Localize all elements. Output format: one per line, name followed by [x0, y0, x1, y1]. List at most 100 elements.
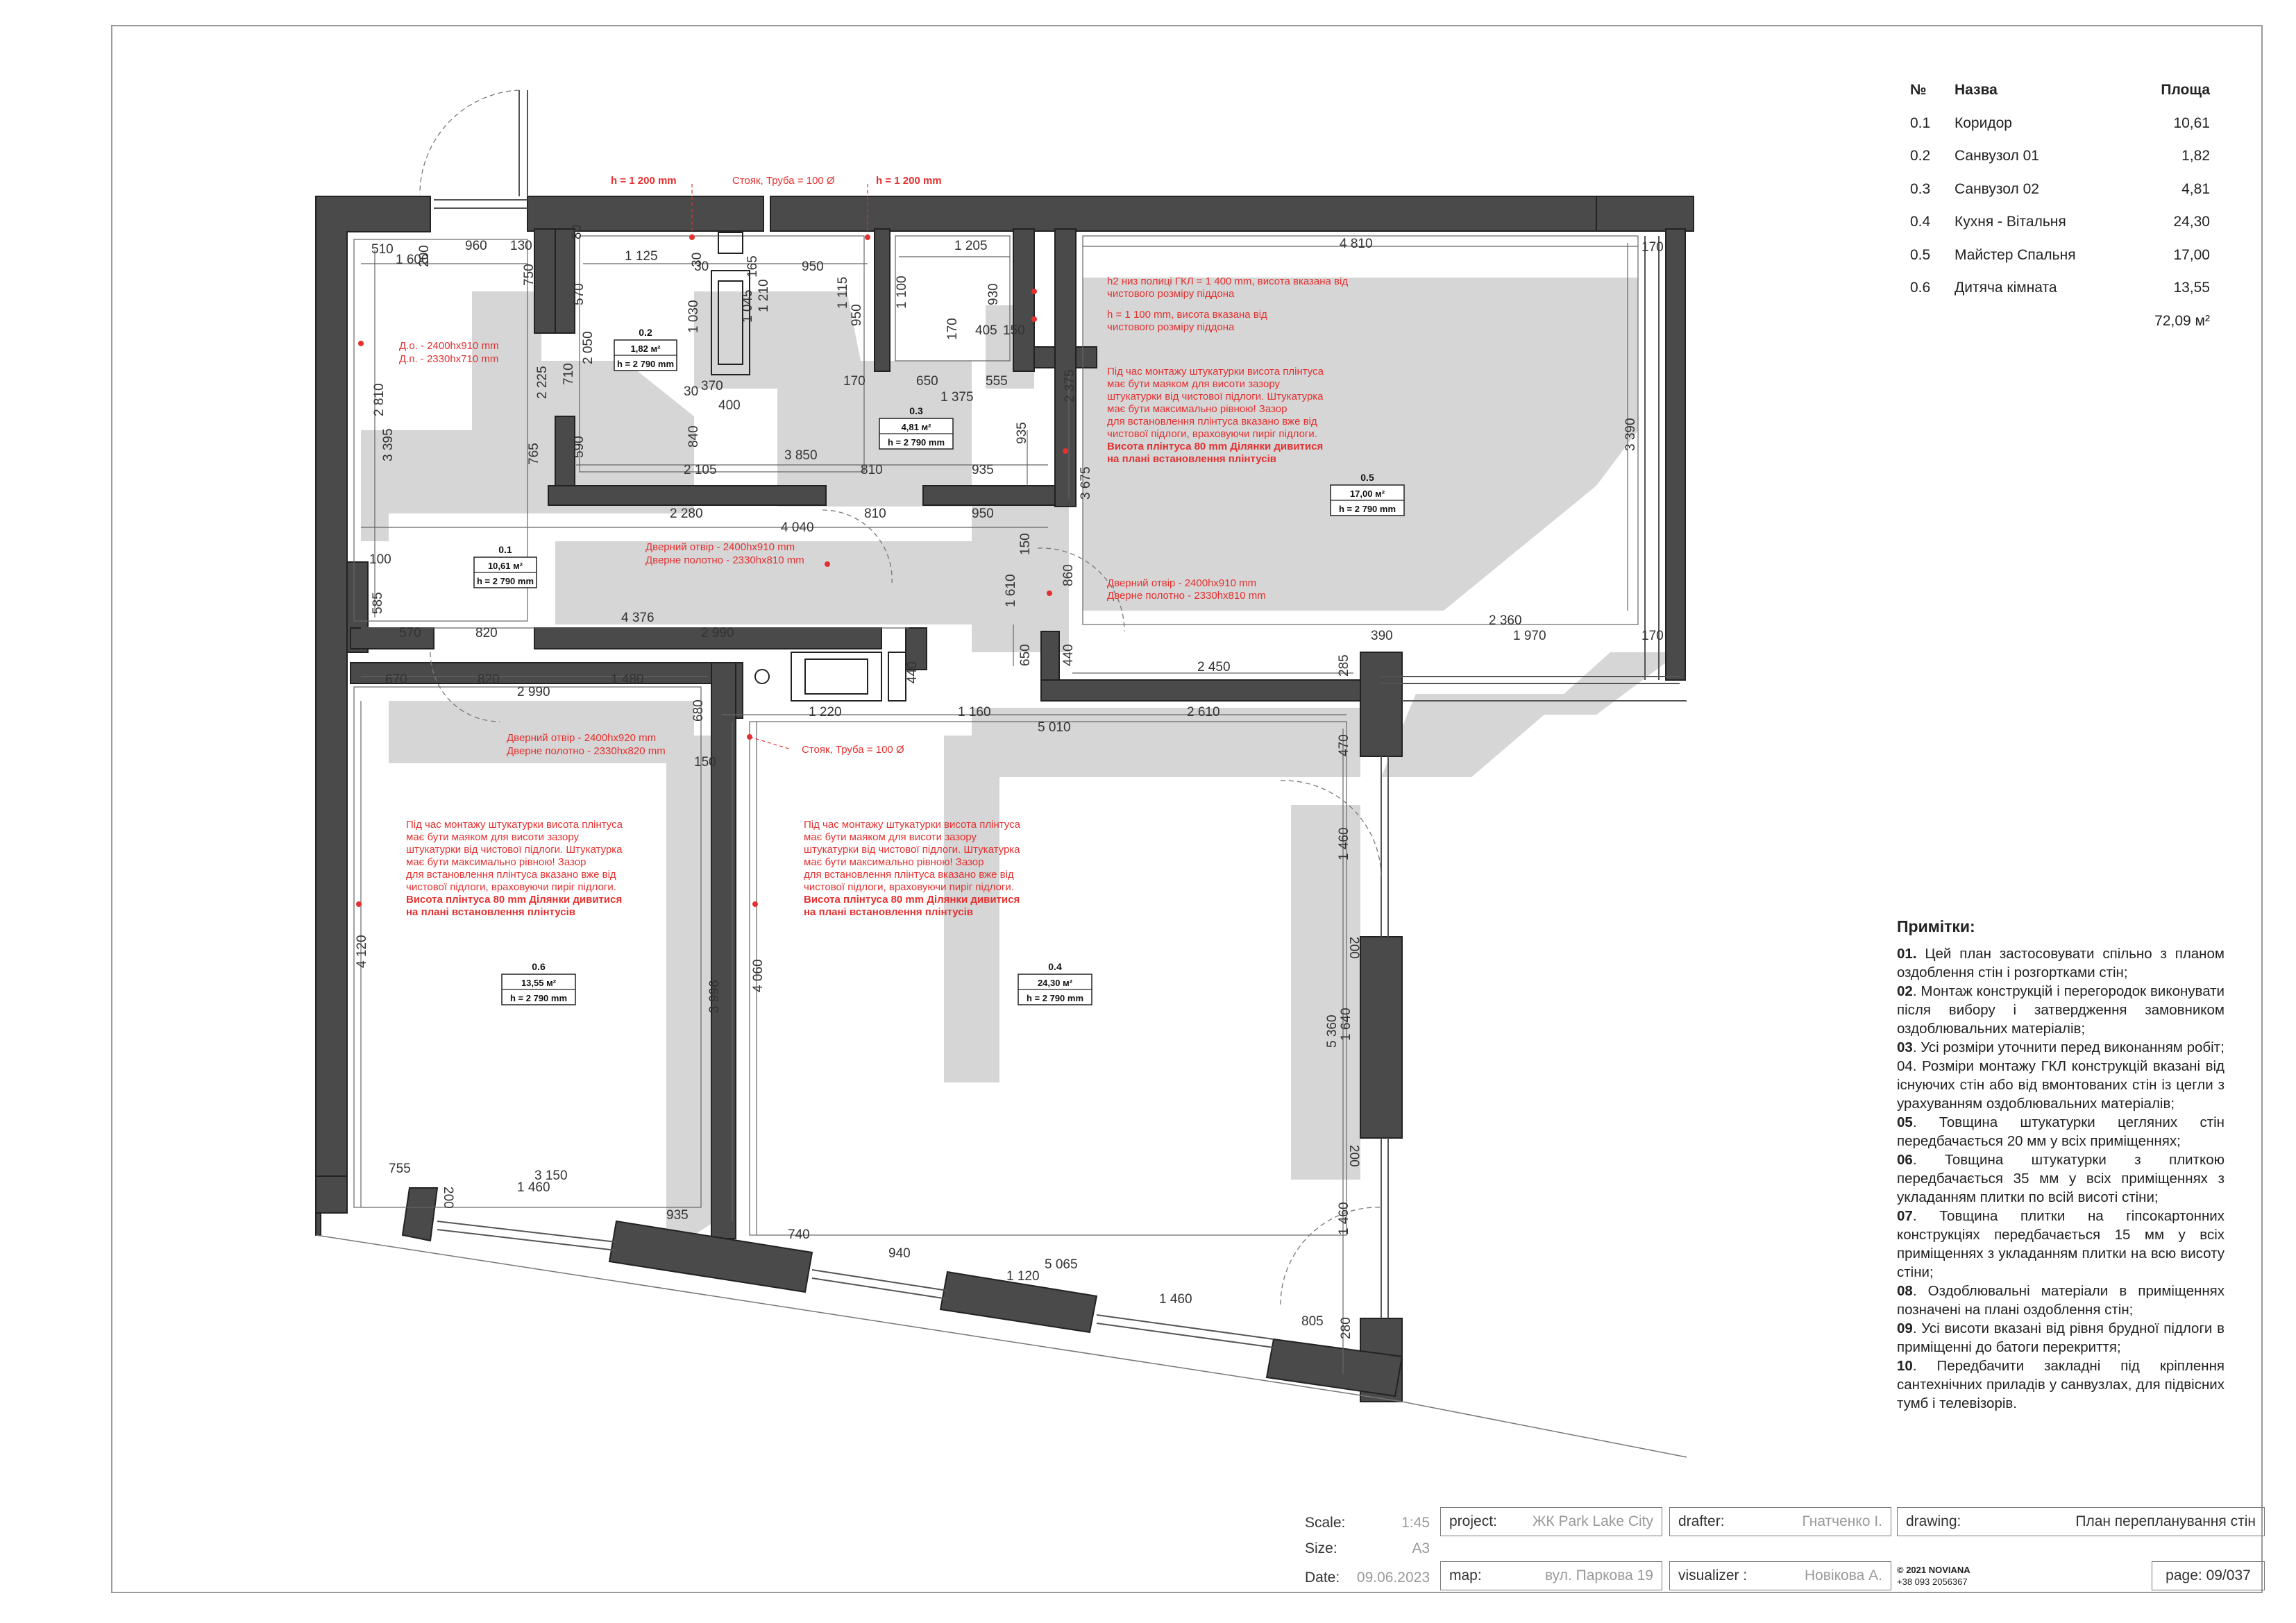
- dim-935b: 935: [666, 1208, 689, 1223]
- note-door-b-1: Дверний отвір - 2400hx910 mm: [1107, 577, 1256, 589]
- table-row: 0.4 Кухня - Вітальня 24,30: [1902, 214, 2235, 247]
- header-no: №: [1910, 82, 1927, 98]
- project-box: project: ЖК Park Lake City: [1440, 1507, 1662, 1536]
- scale-label: Scale:: [1305, 1515, 1346, 1531]
- dim-405: 405: [975, 323, 997, 338]
- row-area: 13,55: [2173, 280, 2210, 296]
- dim-4810: 4 810: [1340, 237, 1373, 251]
- dim-750: 750: [522, 264, 537, 286]
- note-plinth-a4: має бути максимально рівною! Зазор: [1107, 403, 1287, 415]
- note-plinth-c4: має бути максимально рівною! Зазор: [804, 856, 984, 868]
- dim-950b: 950: [972, 507, 994, 521]
- note-plinth-a8: на плані встановлення плінтусів: [1107, 453, 1276, 465]
- table-row: 0.5 Майстер Спальня 17,00: [1902, 247, 2235, 280]
- note-plinth-c8: на плані встановлення плінтусів: [804, 906, 973, 918]
- dim-805: 805: [1301, 1314, 1324, 1329]
- dim-30v: 30: [690, 253, 704, 267]
- note-item: 04. Розміри монтажу ГКЛ конструкцій вказ…: [1897, 1058, 2225, 1112]
- note-item: 03. Усі розміри уточнити перед виконання…: [1897, 1039, 2225, 1055]
- red-leaders: [691, 184, 868, 750]
- dim-2610: 2 610: [1187, 705, 1220, 720]
- dim-1460b: 1 460: [517, 1180, 550, 1195]
- dim-440v: 440: [1061, 644, 1076, 666]
- map-value: вул. Паркова 19: [1544, 1567, 1653, 1583]
- svg-text:0.5: 0.5: [1360, 472, 1374, 483]
- note-plinth-b1: Під час монтажу штукатурки висота плінту…: [406, 819, 623, 831]
- dim-3850: 3 850: [784, 448, 818, 463]
- dim-200d: 200: [441, 1187, 455, 1209]
- dim-1100: 1 100: [895, 275, 909, 309]
- dim-765: 765: [527, 443, 541, 465]
- dim-2105: 2 105: [684, 463, 717, 477]
- row-no: 0.6: [1910, 280, 1931, 296]
- dim-1125: 1 125: [625, 249, 658, 264]
- dim-935: 935: [972, 463, 994, 477]
- size-label: Size:: [1305, 1540, 1337, 1556]
- svg-text:13,55 м²: 13,55 м²: [521, 978, 557, 988]
- size-value: A3: [1412, 1540, 1430, 1556]
- dim-650: 650: [916, 374, 938, 389]
- note-riser: Стояк, Труба = 100 Ø: [732, 175, 835, 187]
- note-item: 05. Товщина штукатурки цегляних стін пер…: [1897, 1114, 2225, 1149]
- table-row: 0.3 Санвузол 02 4,81: [1902, 181, 2235, 214]
- door-swings: [419, 90, 1382, 1305]
- date-value: 09.06.2023: [1356, 1570, 1430, 1586]
- date-label: Date:: [1305, 1570, 1340, 1586]
- dim-950: 950: [802, 260, 824, 274]
- drafter-label: drafter:: [1678, 1513, 1725, 1529]
- visualizer-label: visualizer :: [1678, 1567, 1748, 1583]
- note-item: 08. Оздоблювальні матеріали в приміщення…: [1897, 1283, 2225, 1318]
- svg-text:0.6: 0.6: [532, 961, 546, 972]
- svg-text:0.2: 0.2: [639, 327, 652, 338]
- note-door-b-2: Дверне полотно - 2330hx810 mm: [1107, 590, 1266, 602]
- copyright-block: © 2021 NOVIANA +38 093 2056367: [1897, 1564, 1970, 1588]
- bath-fixtures: [711, 232, 906, 702]
- svg-text:1,82 м²: 1,82 м²: [631, 343, 661, 354]
- table-row: 0.2 Санвузол 01 1,82: [1902, 148, 2235, 181]
- dim-570: 570: [399, 626, 421, 640]
- red-markers: [356, 235, 1068, 907]
- room-tag-0-1: 0.1 10,61 м² h = 2 790 mm: [473, 544, 537, 588]
- note-door-a-1: Дверний отвір - 2400hx910 mm: [645, 541, 795, 553]
- dim-1600: 1 600: [396, 253, 429, 267]
- svg-text:0.1: 0.1: [498, 544, 512, 555]
- scale-value: 1:45: [1401, 1515, 1430, 1531]
- dim-400: 400: [718, 398, 741, 413]
- dim-200: 200: [417, 245, 432, 267]
- row-area: 17,00: [2173, 246, 2210, 263]
- row-area: 4,81: [2181, 180, 2210, 197]
- dim-1460a: 1 460: [1337, 827, 1351, 860]
- walls: [315, 196, 1694, 1402]
- dim-30: 30: [694, 260, 709, 274]
- note-item: 10. Передбачити закладні під кріплення с…: [1897, 1358, 2225, 1411]
- visualizer-box: visualizer : Новікова А.: [1669, 1561, 1891, 1590]
- note-item: 01. Цей план застосовувати спільно з пла…: [1897, 946, 2225, 980]
- svg-text:24,30 м²: 24,30 м²: [1038, 978, 1073, 988]
- note-plinth-a2: має бути маяком для висоти зазору: [1107, 378, 1281, 390]
- dim-860: 860: [1061, 564, 1076, 586]
- note-door-c-1: Дверний отвір - 2400hx920 mm: [507, 732, 656, 744]
- red-annotations: h = 1 200 mm Стояк, Труба = 100 Ø h = 1 …: [399, 175, 1348, 918]
- row-no: 0.2: [1910, 148, 1931, 164]
- dim-1115: 1 115: [836, 277, 850, 309]
- dim-2375: 2 375: [1063, 369, 1077, 402]
- svg-text:0.3: 0.3: [909, 405, 923, 416]
- svg-text:h = 2 790 mm: h = 2 790 mm: [888, 437, 945, 448]
- dim-2990b: 2 990: [517, 685, 550, 699]
- dim-2990: 2 990: [701, 626, 734, 640]
- dim-1480: 1 480: [611, 672, 644, 687]
- row-name: Дитяча кімната: [1955, 280, 2057, 296]
- dim-170: 170: [1641, 240, 1664, 255]
- note-h1100-line1: h = 1 100 mm, висота вказана від: [1107, 309, 1267, 321]
- dim-670: 670: [385, 672, 407, 687]
- note-h1200-b: h = 1 200 mm: [876, 175, 942, 187]
- dim-2050: 2 050: [581, 331, 596, 364]
- dim-1160: 1 160: [958, 705, 991, 720]
- svg-text:h = 2 790 mm: h = 2 790 mm: [1339, 504, 1396, 514]
- table-row: 0.6 Дитяча кімната 13,55: [1902, 280, 2235, 313]
- row-no: 0.5: [1910, 246, 1931, 263]
- dim-1970: 1 970: [1513, 629, 1546, 643]
- dim-5065: 5 065: [1045, 1257, 1078, 1272]
- drawing-value: План перепланування стін: [2075, 1513, 2256, 1529]
- note-plinth-b8: на плані встановлення плінтусів: [406, 906, 575, 918]
